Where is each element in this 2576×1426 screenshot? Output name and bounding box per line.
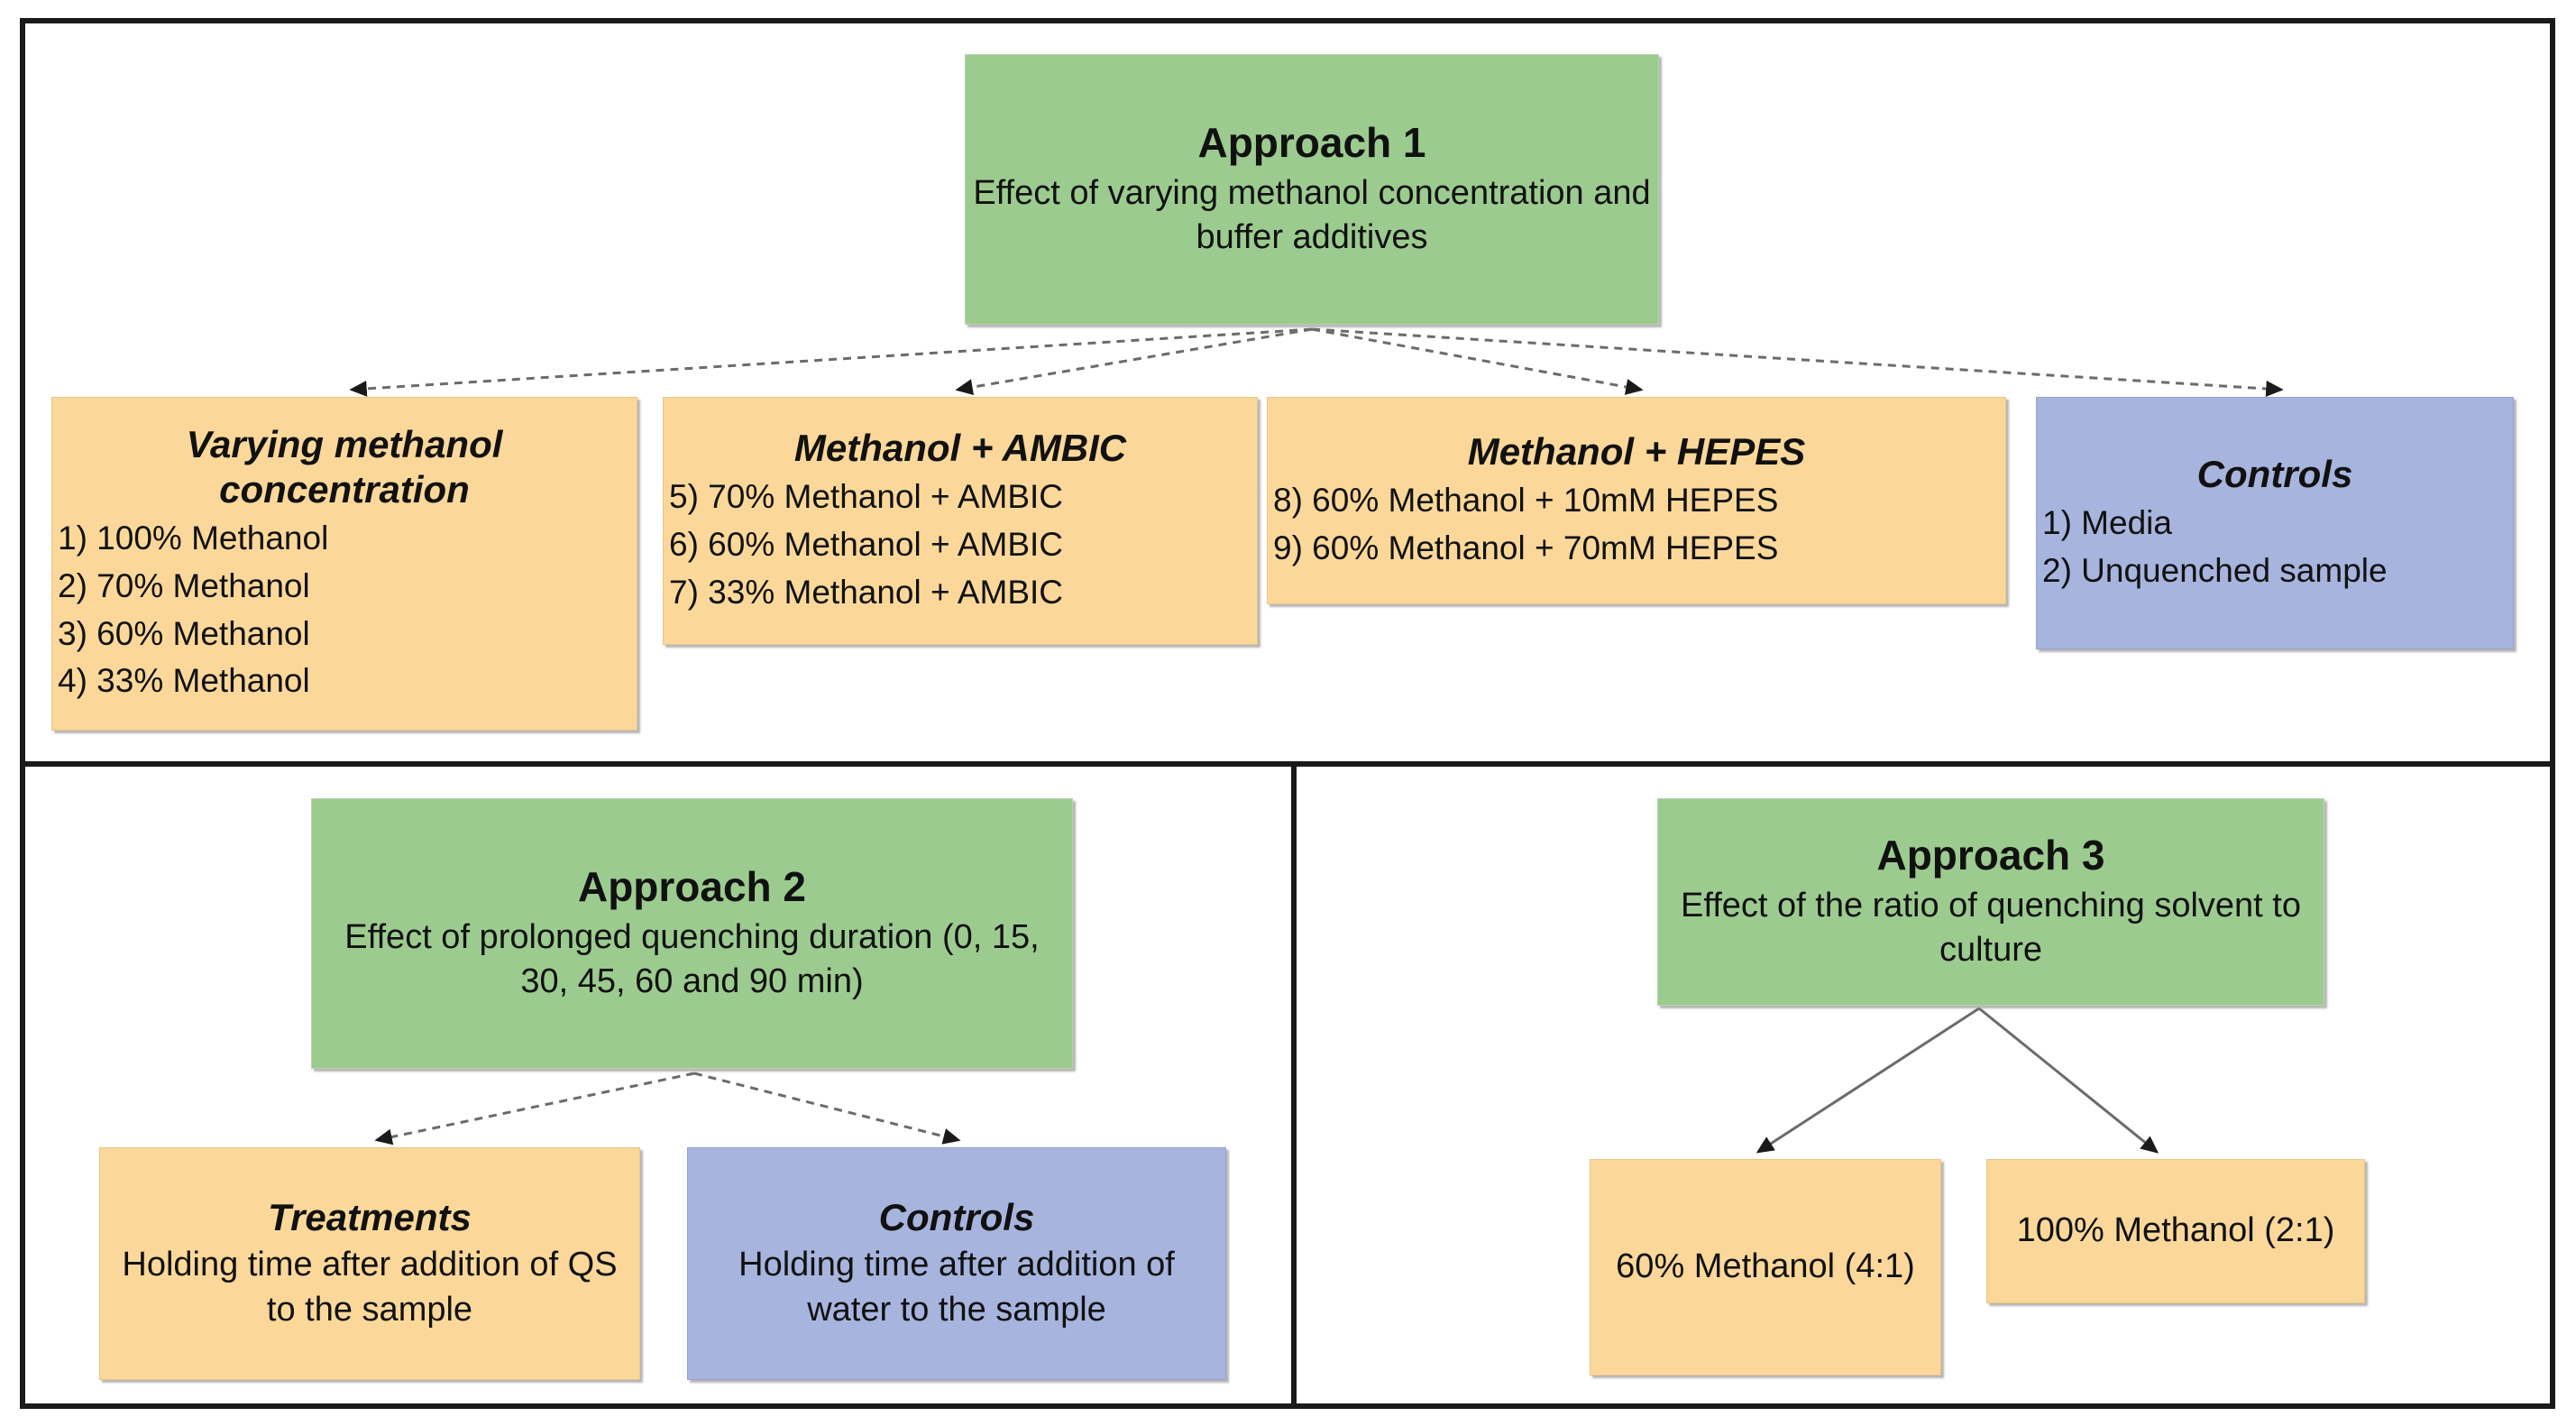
approach-3-subtitle: Effect of the ratio of quenching solvent… [1681,886,2301,970]
node-ratio-100-methanol[interactable]: 100% Methanol (2:1) [1986,1159,2365,1303]
list-item: 6) 60% Methanol + AMBIC [669,526,1064,563]
approach-1-subtitle: Effect of varying methanol concentration… [973,173,1651,257]
list-item: 4) 33% Methanol [58,662,310,700]
list-item: 3) 60% Methanol [58,614,310,652]
node-approach-1[interactable]: Approach 1 Effect of varying methanol co… [965,54,1659,325]
approach-2-subtitle: Effect of prolonged quenching duration (… [344,917,1040,1001]
methanol-ambic-title: Methanol + AMBIC [793,426,1127,469]
methanol-hepes-list: 8) 60% Methanol + 10mM HEPES 9) 60% Meth… [1273,477,2000,572]
node-varying-methanol[interactable]: Varying methanol concentration 1) 100% M… [51,397,637,731]
approach-1-title: Approach 1 [1197,119,1426,167]
list-item: 1) Media [2042,504,2172,542]
methanol-ambic-list: 5) 70% Methanol + AMBIC 6) 60% Methanol … [669,474,1251,616]
node-ratio-60-methanol[interactable]: 60% Methanol (4:1) [1590,1159,1941,1375]
list-item: 5) 70% Methanol + AMBIC [669,478,1064,516]
controls-1-title: Controls [2196,452,2353,495]
node-approach-2[interactable]: Approach 2 Effect of prolonged quenching… [311,798,1073,1069]
controls-2-title: Controls [878,1195,1035,1238]
node-methanol-hepes[interactable]: Methanol + HEPES 8) 60% Methanol + 10mM … [1267,397,2006,604]
methanol-hepes-title: Methanol + HEPES [1467,429,1806,473]
treatments-body: Holding time after addition of QS to the… [122,1246,618,1329]
approach-2-title: Approach 2 [577,863,807,911]
controls-1-list: 1) Media 2) Unquenched sample [2042,500,2507,594]
panel-approach-3 [1291,761,2555,1409]
node-methanol-ambic[interactable]: Methanol + AMBIC 5) 70% Methanol + AMBIC… [663,397,1258,645]
ratio-60-body: 60% Methanol (4:1) [1616,1247,1915,1286]
varying-methanol-title: Varying methanol concentration [186,423,503,511]
varying-methanol-list: 1) 100% Methanol 2) 70% Methanol 3) 60% … [58,515,631,704]
node-controls-approach-1[interactable]: Controls 1) Media 2) Unquenched sample [2036,397,2514,649]
list-item: 2) 70% Methanol [58,567,310,605]
list-item: 1) 100% Methanol [58,520,329,557]
approach-3-title: Approach 3 [1876,832,2105,879]
node-treatments[interactable]: Treatments Holding time after addition o… [99,1147,640,1380]
list-item: 8) 60% Methanol + 10mM HEPES [1273,482,1779,520]
list-item: 7) 33% Methanol + AMBIC [669,573,1064,611]
node-approach-3[interactable]: Approach 3 Effect of the ratio of quench… [1657,798,2324,1006]
treatments-title: Treatments [268,1195,472,1238]
controls-2-body: Holding time after addition of water to … [738,1246,1175,1329]
ratio-100-body: 100% Methanol (2:1) [2016,1211,2335,1250]
list-item: 2) Unquenched sample [2042,551,2388,589]
list-item: 9) 60% Methanol + 70mM HEPES [1273,529,1779,566]
node-controls-approach-2[interactable]: Controls Holding time after addition of … [687,1147,1226,1380]
